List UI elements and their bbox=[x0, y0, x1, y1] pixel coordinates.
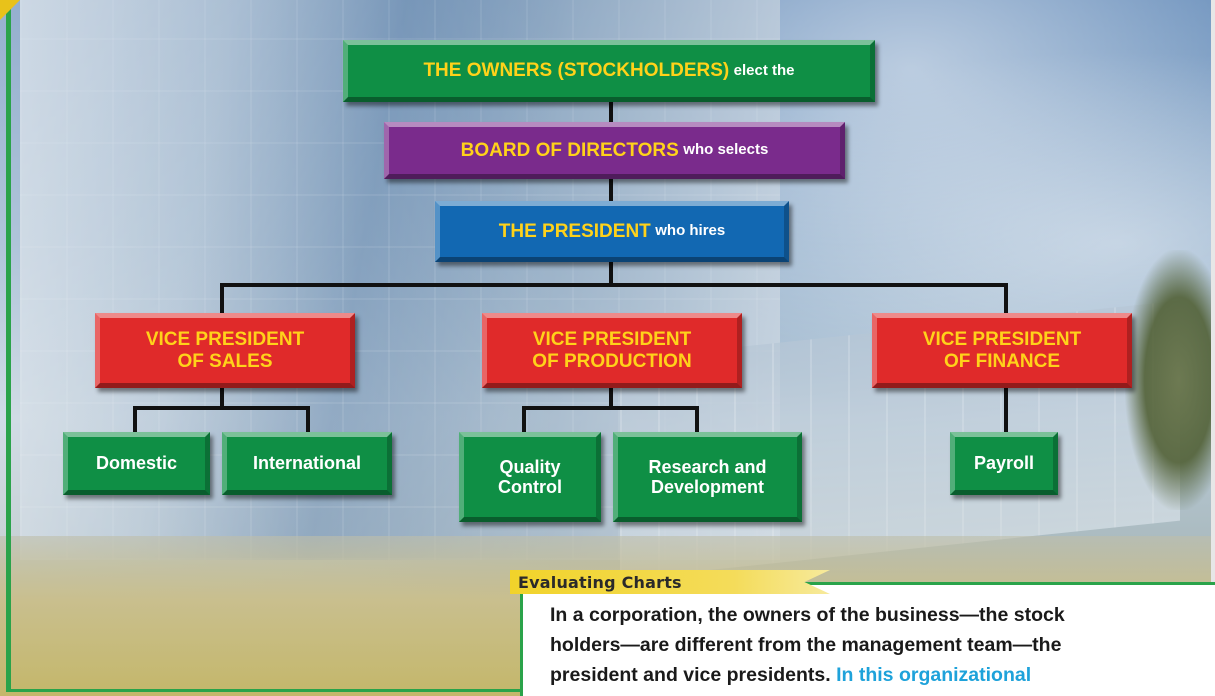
connector-production-bus bbox=[522, 406, 699, 410]
department-domestic: Domestic bbox=[63, 432, 210, 495]
evaluating-charts-heading: Evaluating Charts bbox=[510, 570, 830, 594]
star-icon bbox=[0, 0, 20, 20]
vp-production-line2: OF PRODUCTION bbox=[532, 350, 692, 372]
evaluating-charts-title: Evaluating Charts bbox=[518, 572, 682, 592]
owners-relation: elect the bbox=[733, 61, 795, 79]
department-payroll: Payroll bbox=[950, 432, 1058, 495]
connector-bus-vp-sales bbox=[220, 283, 224, 313]
eval-line-3-plain: president and vice presidents. bbox=[550, 664, 831, 686]
left-green-rule bbox=[6, 0, 11, 692]
connector-production-down bbox=[609, 388, 613, 409]
page-edge bbox=[1211, 0, 1215, 696]
evaluating-charts-text: In a corporation, the owners of the busi… bbox=[550, 600, 1215, 690]
department-international: International bbox=[222, 432, 392, 495]
quality-control-line1: Quality bbox=[499, 456, 561, 477]
vp-production-line1: VICE PRESIDENT bbox=[532, 329, 692, 351]
president-relation: who hires bbox=[655, 222, 726, 240]
board-box: BOARD OF DIRECTORS who selects bbox=[384, 122, 845, 179]
connector-production-quality bbox=[522, 406, 526, 432]
payroll-label: Payroll bbox=[973, 453, 1035, 474]
department-research-development: Research and Development bbox=[613, 432, 802, 522]
research-development-line1: Research and bbox=[648, 456, 767, 477]
president-box: THE PRESIDENT who hires bbox=[435, 201, 789, 262]
president-label: THE PRESIDENT bbox=[498, 220, 651, 242]
owners-box: THE OWNERS (STOCKHOLDERS) elect the bbox=[343, 40, 875, 102]
department-quality-control: Quality Control bbox=[459, 432, 601, 522]
eval-line-1: In a corporation, the owners of the busi… bbox=[550, 604, 1065, 626]
vp-finance-line2: OF FINANCE bbox=[943, 350, 1061, 372]
research-development-line2: Development bbox=[650, 477, 765, 497]
domestic-label: Domestic bbox=[95, 453, 178, 474]
vp-finance-line1: VICE PRESIDENT bbox=[922, 329, 1082, 351]
vp-production-box: VICE PRESIDENT OF PRODUCTION bbox=[482, 313, 742, 388]
evaluating-charts-panel bbox=[520, 582, 1215, 696]
owners-label: THE OWNERS (STOCKHOLDERS) bbox=[423, 60, 730, 82]
bottom-green-rule bbox=[6, 689, 520, 692]
eval-line-3: president and vice presidents. In this o… bbox=[550, 660, 1215, 690]
connector-president-bus bbox=[609, 262, 613, 286]
vp-sales-box: VICE PRESIDENT OF SALES bbox=[95, 313, 355, 388]
connector-sales-international bbox=[306, 406, 310, 432]
connector-sales-domestic bbox=[133, 406, 137, 432]
connector-vp-bus bbox=[220, 283, 1008, 287]
tree bbox=[1125, 250, 1215, 510]
connector-production-research bbox=[695, 406, 699, 432]
board-relation: who selects bbox=[683, 141, 769, 159]
connector-sales-bus bbox=[133, 406, 310, 410]
connector-bus-vp-finance bbox=[1004, 283, 1008, 313]
connector-owners-board bbox=[609, 102, 613, 122]
quality-control-line2: Control bbox=[498, 477, 562, 497]
vp-sales-line1: VICE PRESIDENT bbox=[145, 329, 305, 351]
vp-sales-line2: OF SALES bbox=[177, 350, 273, 372]
connector-finance-payroll bbox=[1004, 388, 1008, 432]
eval-line-2: holders—are different from the managemen… bbox=[550, 634, 1062, 656]
connector-sales-down bbox=[220, 388, 224, 409]
international-label: International bbox=[252, 453, 361, 474]
eval-line-3-accent: In this organizational bbox=[836, 664, 1032, 686]
board-label: BOARD OF DIRECTORS bbox=[460, 139, 679, 161]
connector-board-president bbox=[609, 179, 613, 201]
vp-finance-box: VICE PRESIDENT OF FINANCE bbox=[872, 313, 1132, 388]
